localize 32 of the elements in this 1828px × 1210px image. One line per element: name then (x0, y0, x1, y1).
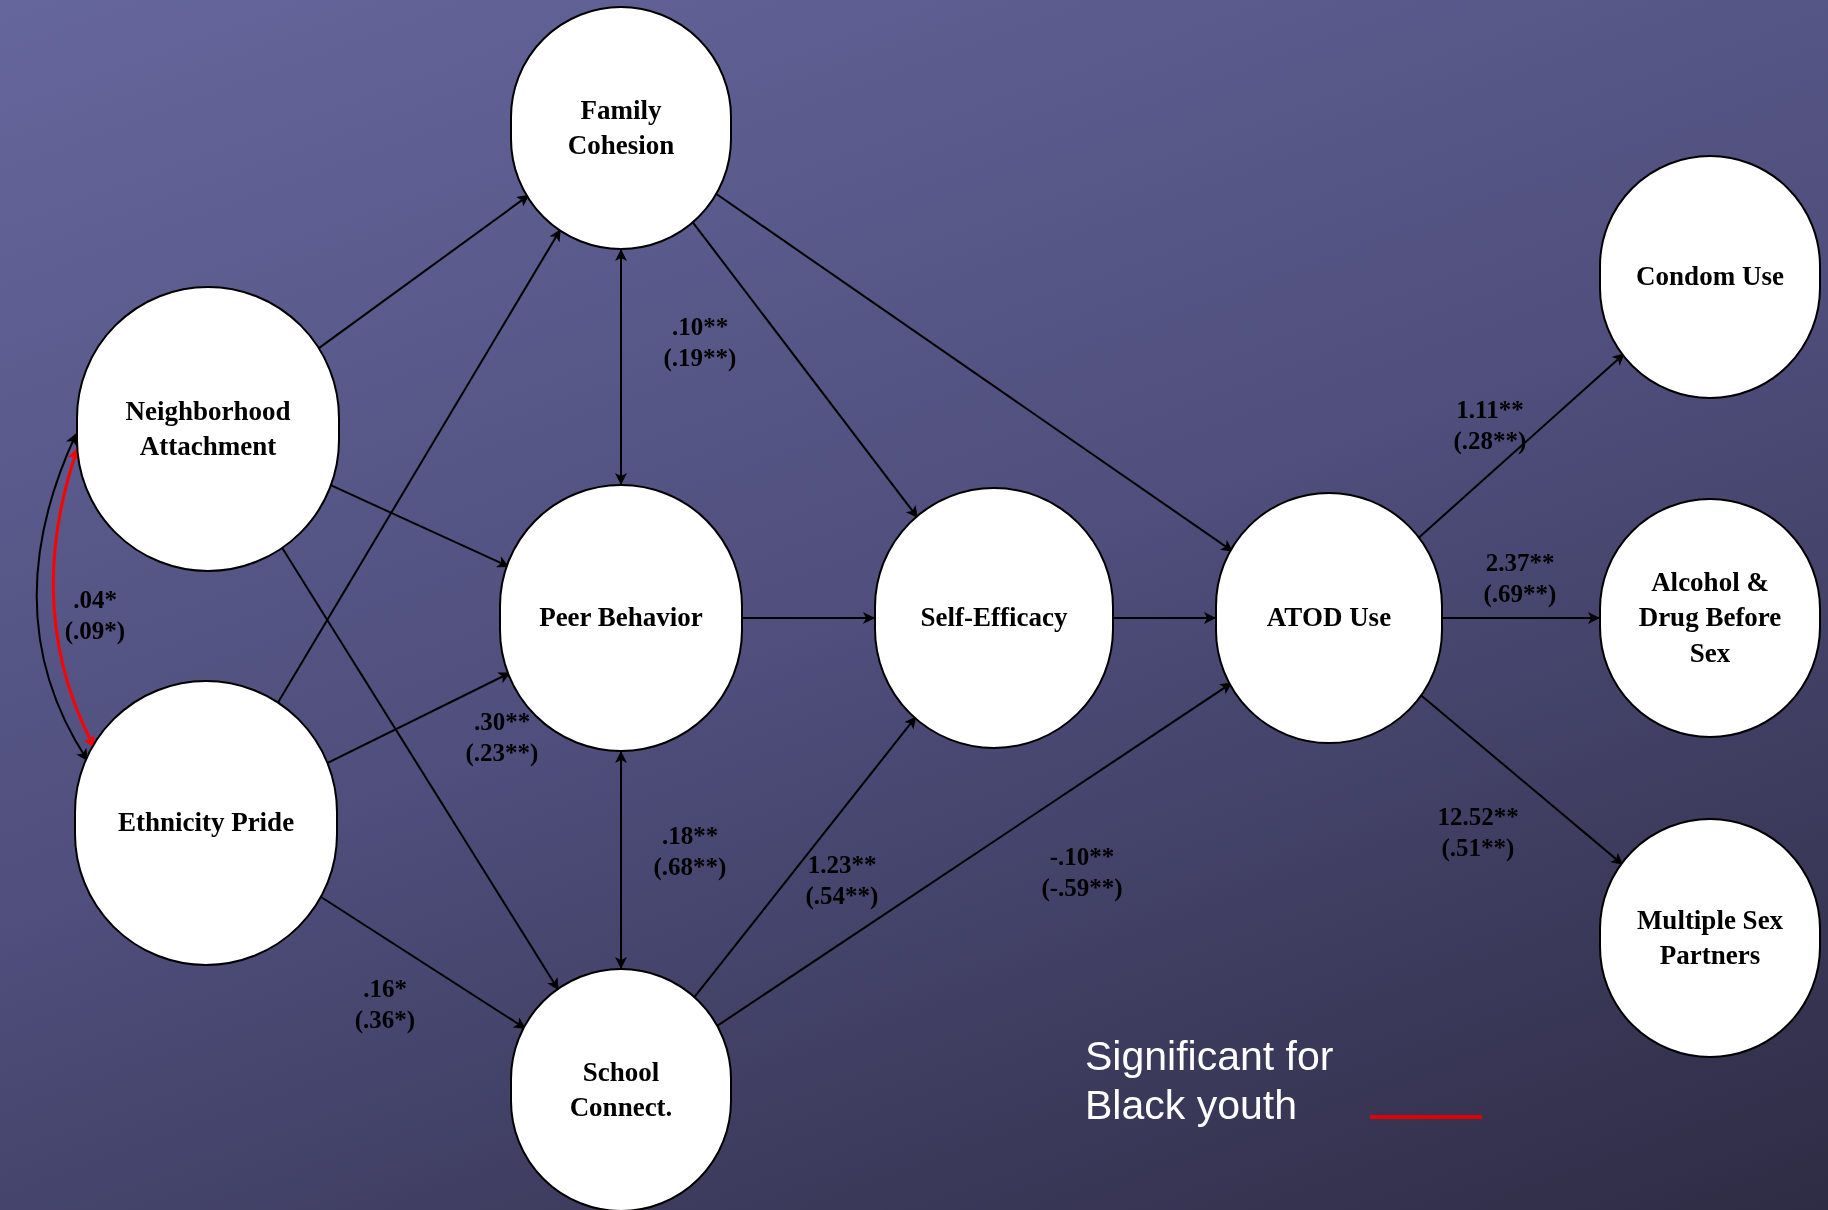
path-coefficient: 12.52** (.51**) (1437, 801, 1519, 864)
arrow (692, 716, 917, 999)
arrow (615, 751, 627, 969)
variable-name: Ethnicity Pride (117, 806, 295, 840)
path-coefficient: -.10** (-.59**) (1041, 841, 1123, 904)
arrow (1113, 612, 1216, 624)
arrow (691, 220, 919, 519)
path-coefficient: .18** (.68**) (653, 820, 727, 883)
path-coefficient: 2.37** (.69**) (1483, 547, 1557, 610)
path-coefficient: .16* (.36*) (354, 973, 416, 1035)
arrow (35, 433, 89, 762)
variable-name: Peer Behavior (539, 601, 703, 635)
variable-name: Neighborhood Attachment (124, 394, 292, 463)
path-coefficient: 1.23** (.54**) (805, 849, 879, 912)
arrow (742, 612, 875, 624)
variable-name: Self-Efficacy (920, 601, 1068, 635)
arrow (276, 229, 562, 704)
variable-name: ATOD Use (1266, 601, 1392, 635)
path-coefficient: .30** (.23**) (465, 706, 539, 769)
arrow (325, 671, 511, 765)
variable-name: Alcohol & Drug Before Sex (1637, 566, 1783, 670)
variable-name: School Connect. (568, 1055, 674, 1124)
path-coefficient: .04* (.09*) (64, 584, 126, 646)
legend-text: Significant for Black youth (1085, 1032, 1335, 1131)
arrow (615, 249, 627, 485)
path-coefficient: .10** (.19**) (663, 311, 737, 374)
arrow (281, 546, 560, 991)
variable-name: Family Cohesion (566, 93, 676, 162)
arrow (1442, 612, 1600, 624)
path-coefficient: 1.11** (.28**) (1453, 394, 1527, 457)
variable-name: Condom Use (1636, 260, 1784, 294)
variable-name: Multiple Sex Partners (1635, 903, 1785, 972)
